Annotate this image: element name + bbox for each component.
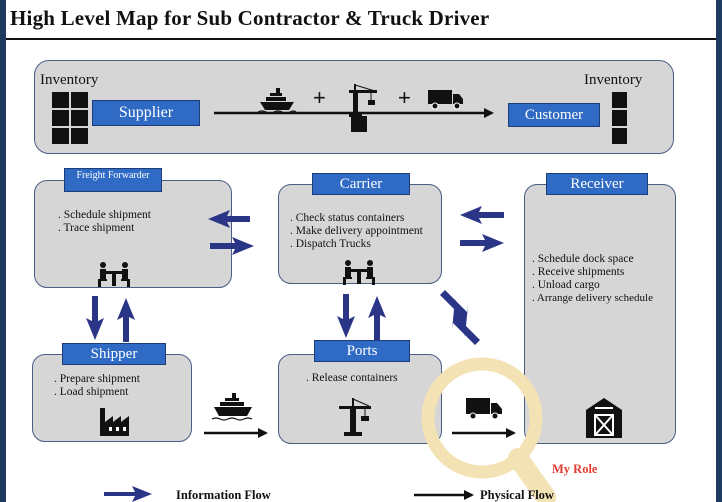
pallet-icon <box>71 110 88 126</box>
freight-task: . Trace shipment <box>58 222 135 234</box>
inventory-left-pallets <box>52 92 92 146</box>
shipper-label: Shipper <box>62 343 166 365</box>
pallet-icon <box>52 110 69 126</box>
legend-information-arrow <box>104 486 152 502</box>
pallet-icon <box>612 92 627 108</box>
my-role-label: My Role <box>552 462 598 476</box>
receiver-task: . Unload cargo <box>532 279 600 291</box>
customer-label: Customer <box>508 103 600 127</box>
pallet-icon <box>71 128 88 144</box>
meeting-icon <box>98 262 130 287</box>
information-flow-arrow <box>86 296 104 340</box>
crane-icon <box>339 398 371 436</box>
carrier-task: . Dispatch Trucks <box>290 238 371 250</box>
pallet-icon <box>351 116 367 132</box>
information-flow-arrow <box>368 296 386 340</box>
information-flow-arrow <box>337 294 355 338</box>
factory-icon <box>100 408 129 436</box>
ports-label: Ports <box>314 340 410 362</box>
barn-icon <box>586 398 622 438</box>
information-flow-arrow <box>117 298 135 342</box>
information-flow-arrow <box>460 206 504 224</box>
shipper-task: . Prepare shipment <box>54 373 140 385</box>
receiver-task: . Arrange delivery schedule <box>532 292 653 304</box>
pallet-icon <box>52 92 69 108</box>
inventory-right-pallets <box>612 92 628 146</box>
legend-physical-label: Physical Flow <box>480 488 554 502</box>
title-divider <box>6 38 716 40</box>
carrier-task: . Make delivery appointment <box>290 225 423 237</box>
freight-forwarder-box <box>34 180 232 288</box>
freight-task: . Schedule shipment <box>58 209 151 221</box>
freight-forwarder-label: Freight Forwarder <box>64 168 162 192</box>
information-flow-arrow <box>208 210 250 228</box>
plus-sign: + <box>398 85 411 110</box>
information-flow-arrow <box>440 290 468 336</box>
pallet-icon <box>71 92 88 108</box>
receiver-label: Receiver <box>546 173 648 195</box>
carrier-label: Carrier <box>312 173 410 195</box>
ports-task: . Release containers <box>306 372 398 384</box>
receiver-box <box>524 184 676 444</box>
inventory-left-label: Inventory <box>40 72 99 88</box>
truck-icon <box>428 90 463 110</box>
plus-sign: + <box>313 85 326 110</box>
carrier-box <box>278 184 442 284</box>
truck-icon <box>466 398 502 420</box>
supplier-label: Supplier <box>92 100 200 126</box>
shipper-task: . Load shipment <box>54 386 129 398</box>
meeting-icon <box>343 260 375 285</box>
pallet-icon <box>612 110 627 126</box>
legend-information-label: Information Flow <box>176 488 271 502</box>
receiver-task: . Schedule dock space <box>532 253 634 265</box>
pallet-icon <box>52 128 69 144</box>
magnifier-icon <box>421 357 556 502</box>
pallet-icon <box>612 128 627 144</box>
page-title: High Level Map for Sub Contractor & Truc… <box>10 6 490 30</box>
carrier-task: . Check status containers <box>290 212 405 224</box>
ship-icon <box>257 88 297 114</box>
inventory-right-label: Inventory <box>584 72 643 88</box>
information-flow-arrow <box>210 237 254 255</box>
ports-box <box>278 354 442 444</box>
ship-icon <box>211 393 253 421</box>
crane-icon <box>349 84 377 117</box>
information-flow-arrow <box>460 234 504 252</box>
receiver-task: . Receive shipments <box>532 266 625 278</box>
